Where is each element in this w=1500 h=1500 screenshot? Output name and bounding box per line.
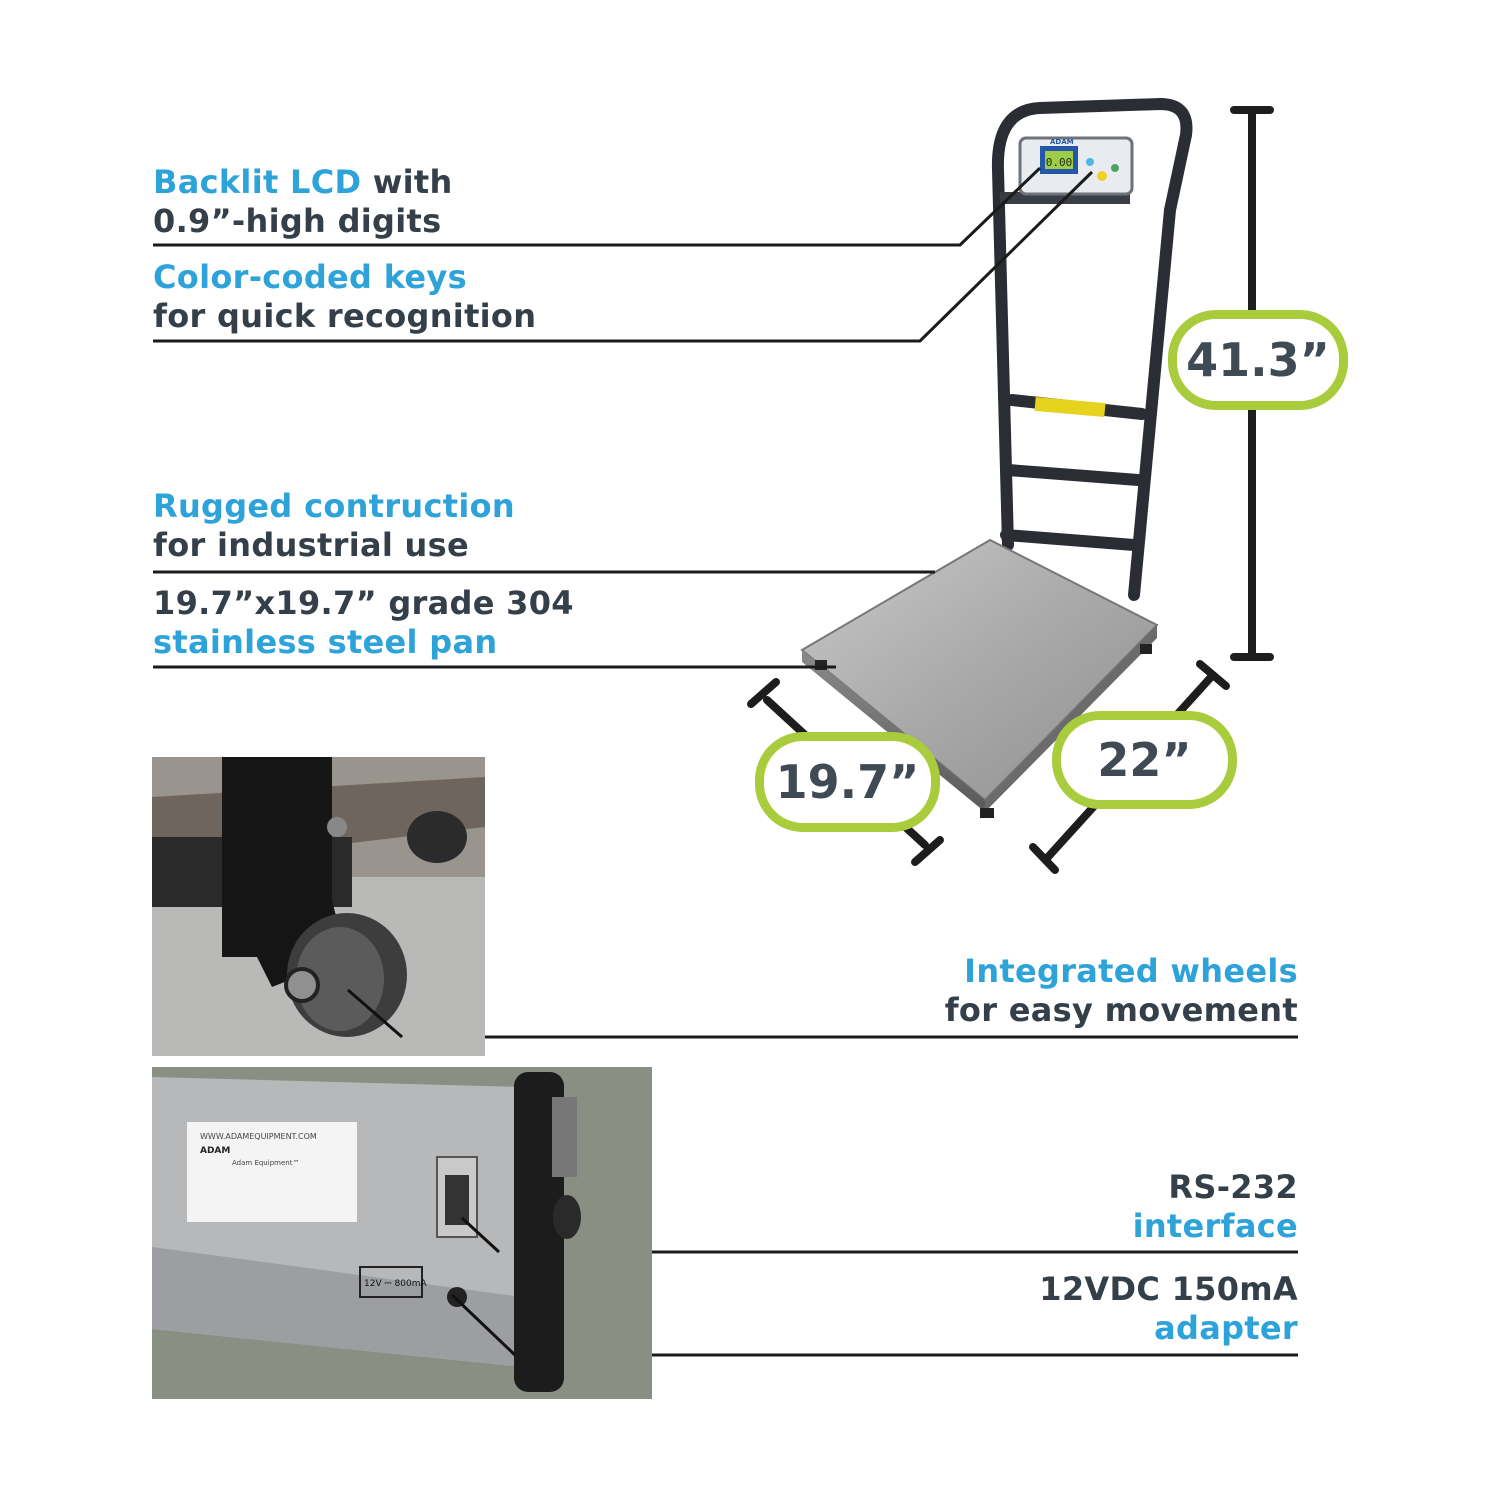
indicator-head: 0.00 ADAM [1000, 136, 1134, 204]
wheel-detail-photo [152, 757, 485, 1056]
callout-wheels: Integrated wheels for easy movement [945, 952, 1298, 1030]
callout-adapter-line1: 12VDC 150mA [1039, 1270, 1298, 1308]
callout-adapter-line2: adapter [1154, 1309, 1298, 1347]
callout-rugged-line1: Rugged contruction [153, 487, 515, 525]
back-panel-website: WWW.ADAMEQUIPMENT.COM [200, 1132, 317, 1141]
callout-lcd: Backlit LCD with 0.9”-high digits [153, 163, 453, 241]
callout-lcd-highlight: Backlit LCD [153, 163, 362, 201]
back-panel-brand: ADAM [200, 1146, 230, 1156]
callout-lcd-rest: with [361, 163, 453, 201]
callout-rs232-line1: RS-232 [1168, 1168, 1298, 1206]
warning-sticker [1034, 396, 1106, 418]
callout-lcd-line2: 0.9”-high digits [153, 202, 442, 240]
callout-keys-line1: Color-coded keys [153, 258, 467, 296]
display-readout: 0.00 [1046, 156, 1073, 169]
width-dimension-pill: 19.7” [755, 732, 940, 832]
depth-dimension-pill: 22” [1052, 711, 1237, 809]
callout-rugged-line2: for industrial use [153, 526, 469, 564]
handle-frame [991, 97, 1193, 601]
height-dimension-pill: 41.3” [1168, 310, 1348, 410]
callout-wheels-line1: Integrated wheels [964, 952, 1298, 990]
callout-pan-line1: 19.7”x19.7” grade 304 [153, 584, 574, 622]
callout-keys: Color-coded keys for quick recognition [153, 258, 536, 336]
callout-adapter: 12VDC 150mA adapter [1039, 1270, 1298, 1348]
callout-rs232-line2: interface [1132, 1207, 1298, 1245]
brand-badge: ADAM [1050, 138, 1074, 146]
indicator-back-photo: WWW.ADAMEQUIPMENT.COM ADAM Adam Equipmen… [152, 1067, 652, 1399]
callout-wheels-line2: for easy movement [944, 991, 1298, 1029]
callout-keys-line2: for quick recognition [153, 297, 537, 335]
back-panel-company: Adam Equipment™ [232, 1159, 299, 1167]
callout-rs232: RS-232 interface [1133, 1168, 1298, 1246]
callout-pan-line2: stainless steel pan [153, 623, 498, 661]
callout-pan: 19.7”x19.7” grade 304 stainless steel pa… [153, 584, 574, 662]
callout-rugged: Rugged contruction for industrial use [153, 487, 515, 565]
power-rating-label: 12V ⎓ 800mA [364, 1279, 427, 1289]
